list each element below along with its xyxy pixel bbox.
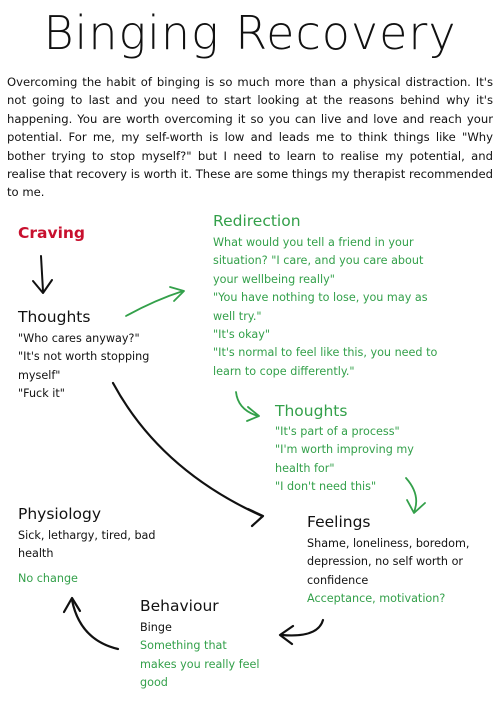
feelings-line: depression, no self worth or <box>307 555 464 569</box>
behaviour-positive-line: good <box>140 676 168 690</box>
thoughts-positive-line: "I'm worth improving my <box>275 443 414 457</box>
redirection-line: What would you tell a friend in your <box>213 236 414 249</box>
behaviour-positive-line: Something that <box>140 639 227 653</box>
physiology-positive: No change <box>18 572 78 585</box>
behaviour-negative: Binge <box>140 621 172 634</box>
redirection-line: "You have nothing to lose, you may as <box>213 291 428 305</box>
physiology-line: health <box>18 547 54 561</box>
physiology-line: Sick, lethargy, tired, bad <box>18 529 156 542</box>
redirection-line: learn to cope differently." <box>213 364 355 378</box>
thoughts-positive-notes: "It's part of a process" "I'm worth impr… <box>275 423 414 497</box>
craving-label: Craving <box>18 224 86 242</box>
thoughts-negative-line: "It's not worth stopping <box>18 350 150 364</box>
thoughts-positive-line: "It's part of a process" <box>275 425 400 438</box>
behaviour-positive-line: makes you really feel <box>140 657 260 671</box>
thoughts-positive-label: Thoughts <box>275 402 348 420</box>
thoughts-negative-notes: "Who cares anyway?" "It's not worth stop… <box>18 330 149 404</box>
behaviour-notes: Binge Something that makes you really fe… <box>140 619 260 693</box>
thoughts-negative-line: myself" <box>18 368 61 382</box>
redirection-line: "It's normal to feel like this, you need… <box>213 346 438 360</box>
feelings-line: Shame, loneliness, boredom, <box>307 537 470 550</box>
thoughts-negative-label: Thoughts <box>18 308 91 326</box>
feelings-notes: Shame, loneliness, boredom, depression, … <box>307 535 469 609</box>
feelings-line: confidence <box>307 573 369 587</box>
redirection-line: your wellbeing really" <box>213 272 335 286</box>
physiology-notes: Sick, lethargy, tired, bad health <box>18 527 156 564</box>
arrow-feelings-to-behaviour <box>278 618 325 646</box>
arrow-behaviour-to-physiology <box>62 596 120 651</box>
page-title: Binging Recovery <box>43 6 457 60</box>
redirection-line: "It's okay" <box>213 328 271 342</box>
redirection-label: Redirection <box>213 212 301 230</box>
redirection-line: situation? "I care, and you care about <box>213 254 424 268</box>
feelings-positive: Acceptance, motivation? <box>307 592 446 606</box>
feelings-label: Feelings <box>307 513 371 531</box>
redirection-notes: What would you tell a friend in your sit… <box>213 234 437 381</box>
arrow-redirection-to-thoughts <box>235 391 260 422</box>
arrow-thoughts-to-feelings <box>111 381 265 528</box>
physiology-label: Physiology <box>18 505 102 523</box>
thoughts-negative-line: "Who cares anyway?" <box>18 332 140 345</box>
thoughts-positive-line: health for" <box>275 461 335 475</box>
thoughts-negative-line: "Fuck it" <box>18 387 65 401</box>
redirection-line: well try." <box>213 309 262 323</box>
arrow-thoughts-to-feelings-positive <box>405 477 426 514</box>
arrow-craving-to-thoughts <box>32 255 53 294</box>
behaviour-label: Behaviour <box>140 597 219 615</box>
thoughts-positive-line: "I don't need this" <box>275 480 377 494</box>
intro-paragraph: Overcoming the habit of binging is so mu… <box>7 75 493 200</box>
arrow-thoughts-to-redirection <box>125 286 185 317</box>
